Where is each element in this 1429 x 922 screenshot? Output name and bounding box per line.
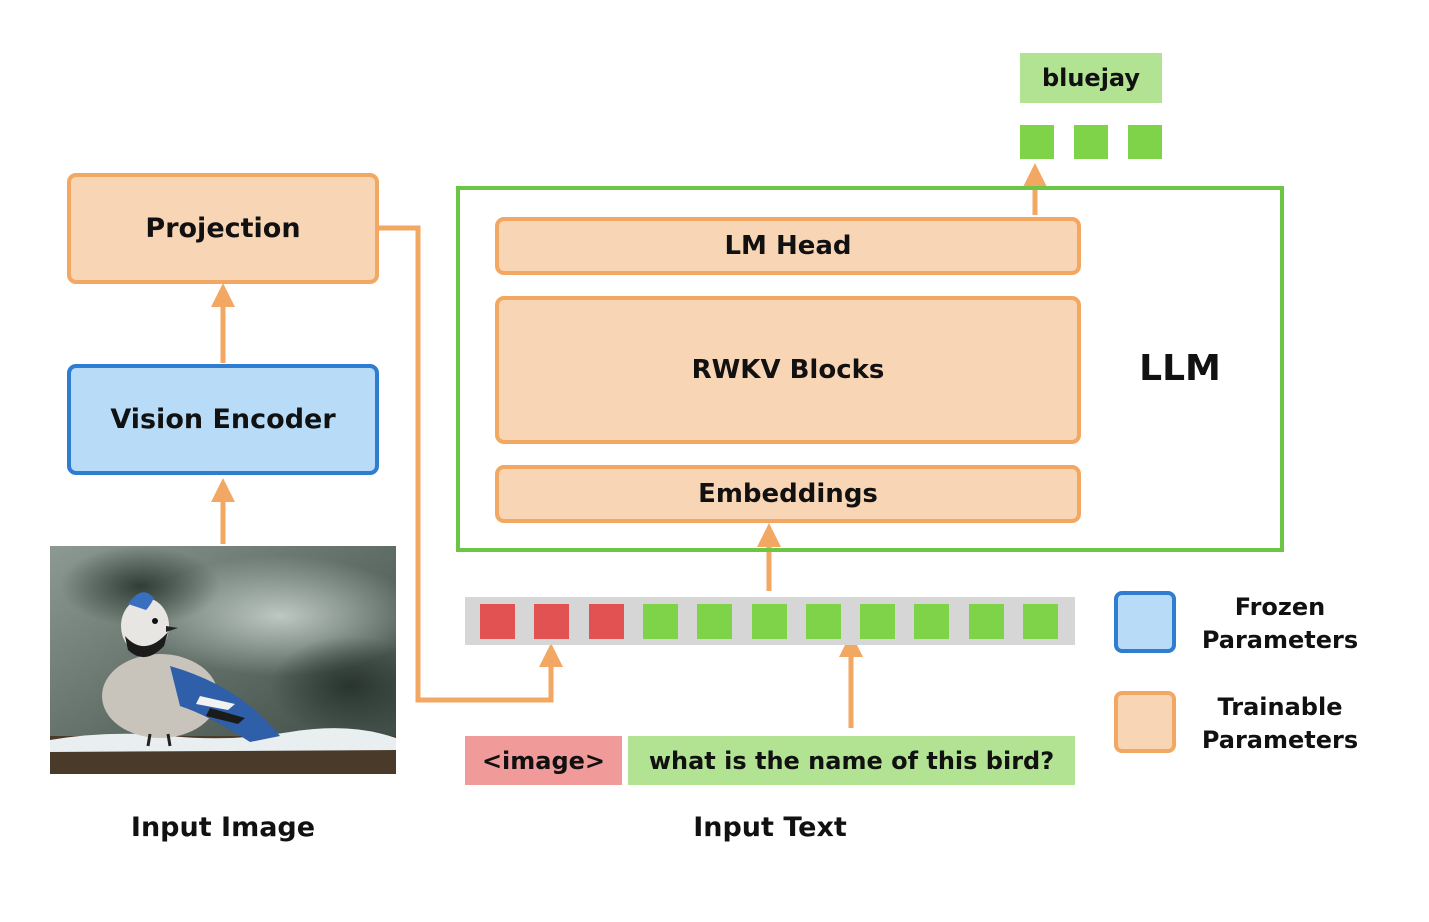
token-green [1128, 125, 1162, 159]
token-red [588, 604, 624, 639]
input-image-caption: Input Image [130, 812, 316, 843]
embeddings-label: Embeddings [698, 479, 878, 509]
token-green [968, 604, 1004, 639]
arrow-projection-to-tokens [378, 225, 554, 703]
legend-frozen-label: Frozen Parameters [1190, 591, 1370, 657]
vision-encoder-label: Vision Encoder [110, 404, 336, 435]
image-token-box: <image> [465, 736, 622, 785]
token-green [1020, 125, 1054, 159]
image-token-text: <image> [481, 746, 606, 775]
prompt-text-box: what is the name of this bird? [628, 736, 1075, 785]
legend-trainable-swatch [1114, 691, 1176, 753]
token-green [697, 604, 733, 639]
arrowhead [839, 633, 863, 657]
token-green [805, 604, 841, 639]
input-image [50, 546, 396, 774]
arrowhead [1023, 163, 1047, 187]
llm-label: LLM [1139, 348, 1221, 389]
projection-label: Projection [145, 213, 301, 244]
arrowhead [539, 643, 563, 667]
output-text-box: bluejay [1020, 53, 1162, 103]
arrowhead [211, 478, 235, 502]
arrowhead [757, 523, 781, 547]
rwkv-blocks-label: RWKV Blocks [691, 355, 885, 385]
legend-frozen-line1: Frozen [1234, 593, 1326, 621]
prompt-text: what is the name of this bird? [648, 746, 1055, 775]
projection-block: Projection [67, 173, 379, 284]
token-green [1074, 125, 1108, 159]
vision-encoder-block: Vision Encoder [67, 364, 379, 475]
token-red [534, 604, 570, 639]
arrowhead [211, 283, 235, 307]
token-green [860, 604, 896, 639]
legend-frozen-swatch [1114, 591, 1176, 653]
output-text: bluejay [1041, 64, 1141, 92]
legend-trainable-line1: Trainable [1217, 693, 1343, 721]
token-green [642, 604, 678, 639]
legend-trainable-label: Trainable Parameters [1190, 691, 1370, 757]
token-green [1023, 604, 1058, 639]
input-text-caption: Input Text [693, 812, 847, 843]
bird-photo [50, 546, 396, 774]
legend-frozen-line2: Parameters [1201, 626, 1359, 654]
embeddings-block: Embeddings [495, 465, 1081, 523]
token-green [914, 604, 950, 639]
token-green [751, 604, 787, 639]
legend-trainable-line2: Parameters [1201, 726, 1359, 754]
rwkv-blocks: RWKV Blocks [495, 296, 1081, 444]
lm-head-label: LM Head [724, 231, 852, 261]
llm-container [456, 186, 1284, 552]
lm-head-block: LM Head [495, 217, 1081, 275]
token-red [480, 604, 515, 639]
